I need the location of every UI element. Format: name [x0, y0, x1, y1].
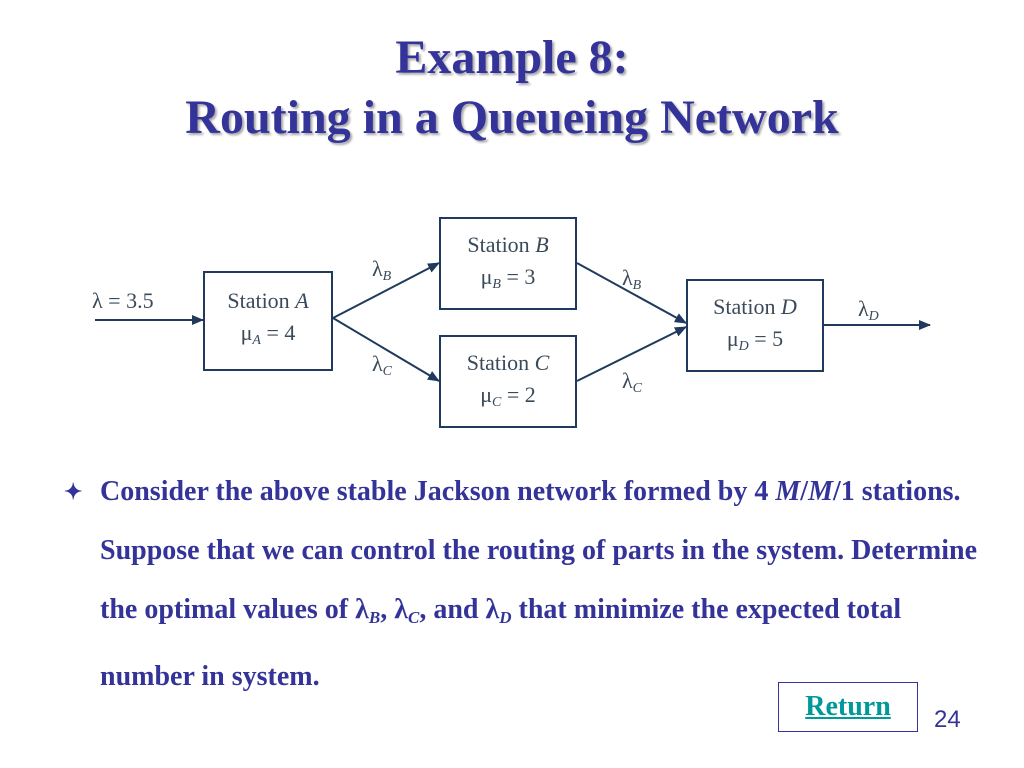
- station-b-rate: μB = 3: [480, 264, 536, 292]
- station-b-box: Station B μB = 3: [439, 217, 577, 310]
- station-c-name: Station C: [466, 350, 550, 375]
- bullet-paragraph: ✦ Consider the above stable Jackson netw…: [60, 462, 980, 706]
- flow-label-d-output: λD: [858, 296, 879, 325]
- arrow-a-to-c: [332, 317, 440, 382]
- return-button[interactable]: Return: [778, 682, 918, 732]
- slide-title: Example 8: Routing in a Queueing Network: [0, 28, 1024, 148]
- station-d-box: Station D μD = 5: [686, 279, 824, 372]
- page-number: 24: [934, 706, 961, 733]
- flow-label-c-left: λC: [372, 351, 393, 380]
- station-c-box: Station C μC = 2: [439, 335, 577, 428]
- title-line-2: Routing in a Queueing Network: [185, 91, 839, 144]
- station-d-name: Station D: [713, 294, 797, 319]
- flow-label-b-left: λB: [372, 256, 392, 285]
- station-a-name: Station A: [227, 288, 309, 313]
- arrow-b-to-d: [576, 262, 687, 324]
- arrow-c-to-d: [576, 326, 687, 382]
- station-d-rate: μD = 5: [726, 326, 784, 354]
- bullet-star-icon: ✦: [64, 479, 83, 504]
- title-line-1: Example 8:: [395, 31, 629, 84]
- station-a-box: Station A μA = 4: [203, 271, 333, 371]
- input-flow-label: λ = 3.5: [92, 288, 154, 313]
- bullet-text: Consider the above stable Jackson networ…: [100, 476, 978, 692]
- flow-label-b-right: λB: [622, 265, 642, 294]
- flow-label-c-right: λC: [622, 368, 643, 397]
- station-a-rate: μA = 4: [240, 320, 296, 348]
- station-b-name: Station B: [467, 232, 549, 257]
- station-c-rate: μC = 2: [480, 382, 536, 410]
- arrow-a-to-b: [332, 262, 440, 319]
